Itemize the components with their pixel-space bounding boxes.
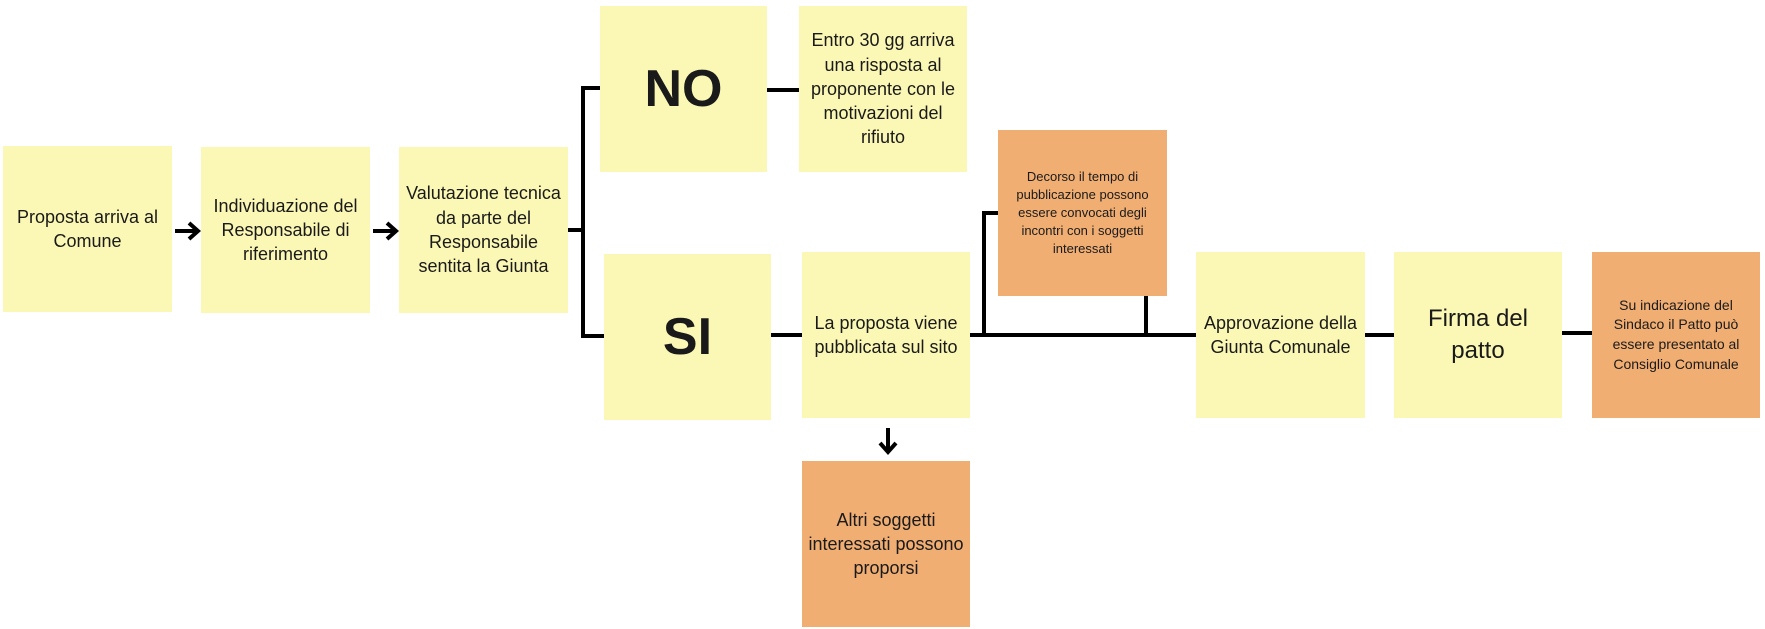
node-no: NO xyxy=(600,6,767,172)
node-label: Approvazione della Giunta Comunale xyxy=(1203,312,1358,357)
node-si: SI xyxy=(604,254,771,420)
node-label: Entro 30 gg arriva una risposta al propo… xyxy=(810,30,956,148)
node-label: Firma del patto xyxy=(1427,304,1529,364)
node-pubblicata: La proposta viene pubblicata sul sito xyxy=(802,252,970,418)
branch-bracket xyxy=(581,86,604,338)
node-label: Decorso il tempo di pubblicazione posson… xyxy=(1016,168,1149,257)
node-label: SI xyxy=(662,308,713,366)
node-label: Altri soggetti interessati possono propo… xyxy=(808,509,964,579)
node-altri-soggetti: Altri soggetti interessati possono propo… xyxy=(802,461,970,627)
node-firma: Firma del patto xyxy=(1394,252,1562,418)
node-label: Individuazione del Responsabile di rifer… xyxy=(213,195,358,265)
arrow-head xyxy=(878,441,898,456)
connector-to-decorso xyxy=(982,211,998,335)
node-label: Proposta arriva al Comune xyxy=(16,206,159,251)
node-risposta: Entro 30 gg arriva una risposta al propo… xyxy=(799,6,967,172)
arrow-head xyxy=(187,221,202,241)
node-valutazione: Valutazione tecnica da parte del Respons… xyxy=(399,147,568,313)
node-individuazione: Individuazione del Responsabile di rifer… xyxy=(201,147,370,313)
node-label: NO xyxy=(644,60,723,118)
arrow-head xyxy=(385,221,400,241)
node-approvazione: Approvazione della Giunta Comunale xyxy=(1196,252,1365,418)
node-label: La proposta viene pubblicata sul sito xyxy=(814,312,958,357)
node-label: Valutazione tecnica da parte del Respons… xyxy=(406,183,561,277)
node-label: Su indicazione del Sindaco il Patto può … xyxy=(1612,296,1740,372)
node-decorso: Decorso il tempo di pubblicazione posson… xyxy=(998,130,1167,296)
node-proposta-arriva: Proposta arriva al Comune xyxy=(3,146,172,312)
node-consiglio: Su indicazione del Sindaco il Patto può … xyxy=(1592,252,1760,418)
